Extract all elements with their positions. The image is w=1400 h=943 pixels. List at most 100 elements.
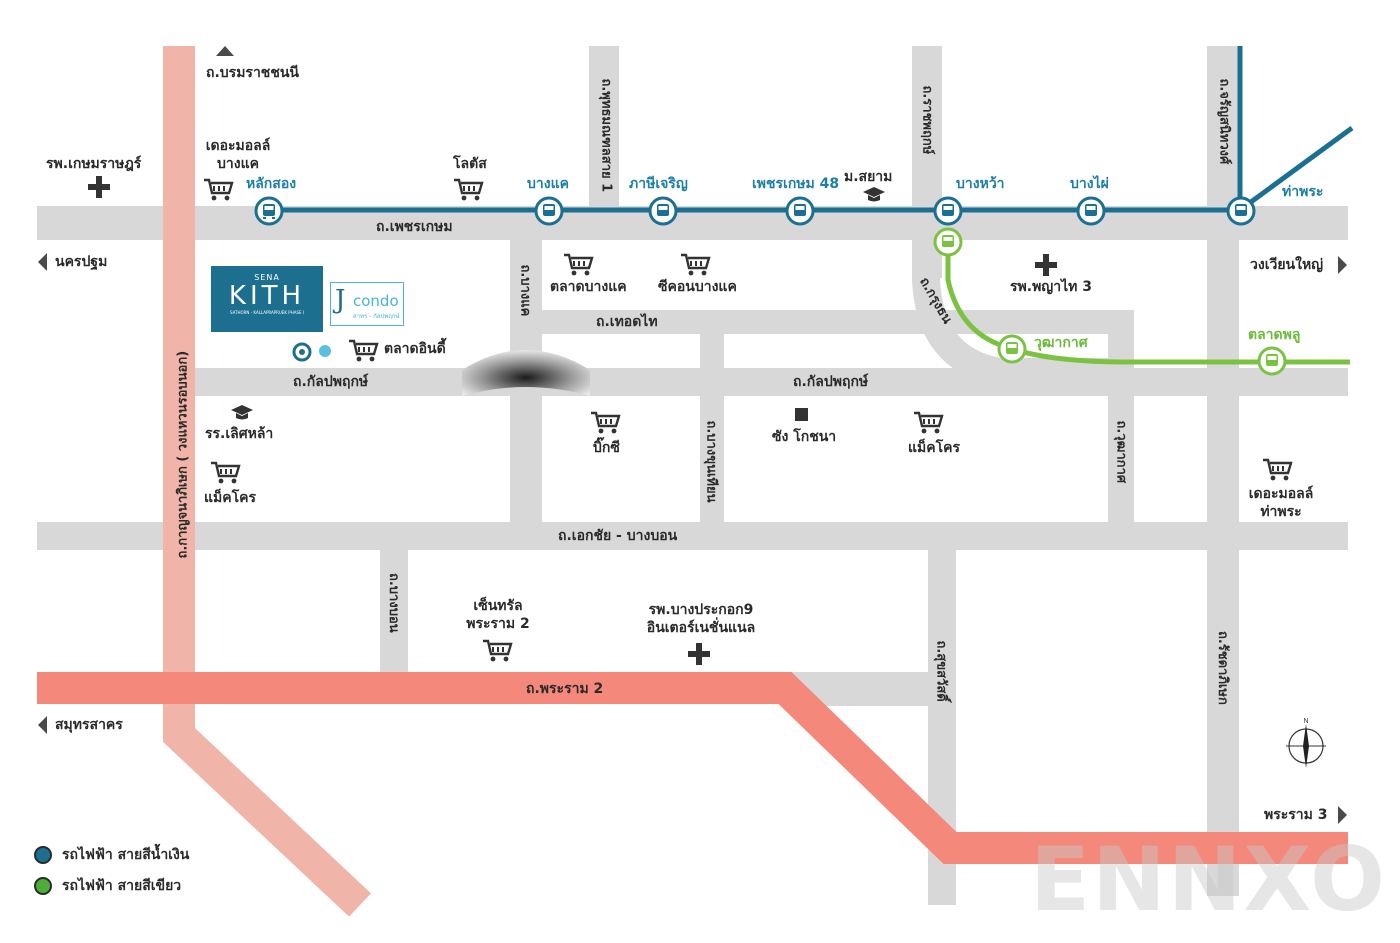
- project-subtitle: SATHORN - KALLAPRAPRUEK PHASE I: [230, 310, 304, 315]
- place-label: รพ.บางประกอก9 อินเตอร์เนชั่นแนล: [646, 602, 756, 636]
- legend-blue-dot-icon: [34, 846, 52, 864]
- shopping-cart-icon: [483, 639, 513, 662]
- road-label: ถ.กาญจนาภิเษก ( วงแหวนรอบนอก): [175, 350, 191, 559]
- compass-n-label: N: [1303, 718, 1308, 725]
- hospital-icon: [688, 643, 710, 665]
- station-green-icon[interactable]: [1257, 346, 1287, 376]
- shopping-cart-icon: [204, 178, 234, 201]
- station-green-icon[interactable]: [933, 227, 963, 257]
- station-blue-icon[interactable]: [254, 196, 284, 226]
- rama2-road-line: [37, 672, 1348, 864]
- road-label: ถ.เพชรเกษม: [376, 219, 453, 235]
- graduation-cap-icon: [863, 187, 885, 202]
- arrow-left-icon: [38, 716, 47, 734]
- shopping-cart-icon: [1263, 458, 1293, 481]
- place-label: ตลาดบางแค: [550, 279, 627, 295]
- project-name: KITH: [228, 281, 306, 311]
- project-location-icon[interactable]: [292, 342, 312, 362]
- station-label: บางไผ่: [1070, 176, 1109, 192]
- road-charansanitwong: [1207, 46, 1239, 896]
- road-label: ถ.จรัญสนิทวงศ์: [1216, 78, 1232, 165]
- place-label: ซีคอนบางแค: [658, 279, 737, 295]
- place-label: ซัง โกชนา: [772, 429, 837, 445]
- place-label: แม็คโคร: [908, 440, 961, 456]
- road-label: ถ.กัลปพฤกษ์: [793, 374, 869, 390]
- station-blue-icon[interactable]: [785, 196, 815, 226]
- road-label: ถ.สุขสวัสดิ์: [933, 640, 949, 702]
- shopping-cart-icon: [211, 461, 241, 484]
- project-logo[interactable]: SENA KITH SATHORN - KALLAPRAPRUEK PHASE …: [211, 266, 323, 332]
- bridge-flyover: [462, 350, 590, 396]
- direction-label: วงเวียนใหญ่: [1250, 257, 1324, 273]
- shopping-cart-icon: [681, 253, 711, 276]
- station-blue-icon[interactable]: [933, 196, 963, 226]
- road-label: ถ.บางขุนเทียน: [703, 420, 719, 503]
- road-thoet-thai: [510, 310, 1132, 334]
- road-label: ถ.พุทธมณฑลสาย 1: [598, 78, 614, 193]
- arrow-left-icon: [38, 253, 47, 271]
- place-label: บิ๊กซี: [593, 440, 620, 456]
- road-label: ถ.เทอดไท: [596, 314, 658, 330]
- station-blue-icon[interactable]: [1226, 196, 1256, 226]
- road-phutthamonthon1: [589, 46, 619, 208]
- place-label: รพ.พญาไท 3: [1010, 279, 1092, 295]
- direction-label: พระราม 3: [1264, 807, 1328, 823]
- legend-green-label: รถไฟฟ้า สายสีเขียว: [62, 878, 182, 894]
- hospital-icon: [1035, 254, 1057, 276]
- north-arrow-icon: [216, 46, 234, 56]
- road-bang-bon: [380, 545, 408, 673]
- station-label: เพชรเกษม 48: [752, 176, 840, 192]
- watermark: ENNXO: [1030, 828, 1387, 931]
- road-krung-thon-curve: [912, 230, 1110, 386]
- station-label: ท่าพระ: [1282, 184, 1324, 200]
- road-label: ถ.วุฒากาศ: [1113, 420, 1129, 484]
- place-label: แม็คโคร: [204, 490, 257, 506]
- legend-blue-label: รถไฟฟ้า สายสีน้ำเงิน: [62, 847, 190, 863]
- place-label: ตลาดอินดี้: [384, 341, 446, 357]
- road-label: ถ.บางแค: [517, 264, 533, 317]
- road-bang-khae: [510, 230, 542, 550]
- road-label: ถ.บรมราชชนนี: [206, 65, 299, 81]
- place-label: เดอะมอลล์ บางแค: [205, 138, 271, 172]
- road-label: ถ.พระราม 2: [526, 681, 604, 697]
- station-blue-icon[interactable]: [648, 196, 678, 226]
- direction-label: สมุทรสาคร: [55, 717, 123, 733]
- station-label: บางแค: [527, 176, 569, 192]
- shopping-cart-icon: [349, 339, 379, 362]
- project-brand: SENA: [254, 273, 280, 282]
- station-blue-icon[interactable]: [534, 196, 564, 226]
- station-label: วุฒากาศ: [1034, 335, 1088, 351]
- arrow-right-icon: [1338, 806, 1347, 824]
- partner-location-icon[interactable]: [318, 344, 332, 358]
- station-blue-icon[interactable]: [1076, 196, 1106, 226]
- shopping-cart-icon: [564, 253, 594, 276]
- arrow-right-icon: [1338, 256, 1347, 274]
- partner-name: condo: [353, 292, 399, 310]
- place-label: รร.เลิศหล้า: [205, 426, 274, 442]
- partner-j-icon: J: [335, 285, 346, 315]
- square-landmark-icon: [795, 408, 808, 421]
- road-label: ถ.บางบอน: [386, 573, 401, 633]
- station-green-icon[interactable]: [997, 334, 1027, 364]
- compass-icon: N: [1286, 718, 1326, 768]
- shopping-cart-icon: [591, 411, 621, 434]
- road-label: ถ.กัลปพฤกษ์: [293, 374, 369, 390]
- ring-road-line: [163, 46, 371, 917]
- place-label: เซ็นทรัล พระราม 2: [466, 598, 530, 632]
- legend-green-dot-icon: [34, 877, 52, 895]
- road-label: ถ.รัชดาภิเษก: [1215, 631, 1230, 705]
- place-label: เดอะมอลล์ ท่าพระ: [1248, 486, 1314, 520]
- partner-subtitle: สาทร - กัลปพฤกษ์: [353, 313, 400, 320]
- road-bang-khun-thian: [700, 330, 724, 530]
- road-wutthakat: [1108, 310, 1134, 525]
- road-ekachai: [37, 522, 1348, 550]
- road-kanlapaphruek: [193, 368, 1348, 396]
- place-label: ม.สยาม: [844, 169, 893, 185]
- station-label: ภาษีเจริญ: [629, 176, 688, 192]
- direction-label: นครปฐม: [55, 254, 108, 270]
- partner-logo: J condo สาทร - กัลปพฤกษ์: [330, 282, 404, 326]
- place-label: โลตัส: [453, 156, 487, 172]
- shopping-cart-icon: [914, 411, 944, 434]
